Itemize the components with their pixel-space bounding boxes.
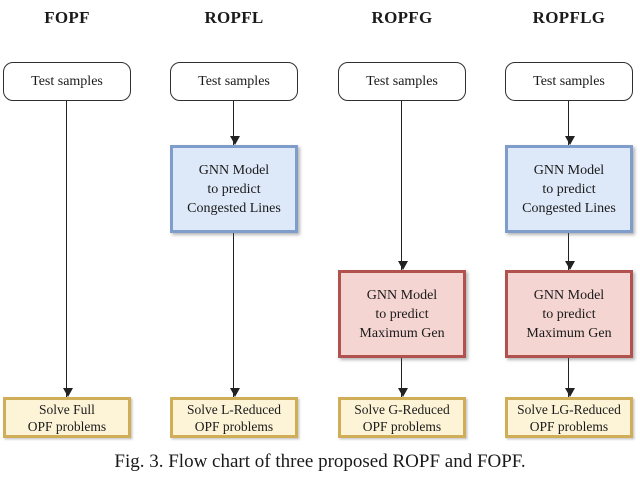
flow-arrow [564, 233, 575, 270]
test-samples-node: Test samples [170, 62, 298, 101]
gnn-node-line: to predict [542, 306, 596, 322]
gnn-node-line: GNN Model [366, 287, 438, 303]
solve-opf-node: Solve LG-Reduced OPF problems [505, 397, 633, 438]
test-samples-label: Test samples [31, 74, 103, 89]
gnn-maximum-gen-node: GNN Model to predict Maximum Gen [338, 270, 466, 358]
test-samples-node: Test samples [3, 62, 131, 101]
column-title-ropfg: ROPFG [371, 8, 433, 27]
column-title-ropfl: ROPFL [204, 8, 264, 27]
solve-opf-node: Solve Full OPF problems [3, 397, 131, 438]
flow-arrow [564, 101, 575, 145]
solve-node-line: Solve L-Reduced [186, 401, 282, 417]
column-title-fopf: FOPF [44, 8, 90, 27]
column-title-ropflg: ROPFLG [532, 8, 606, 27]
gnn-node-line: to predict [375, 306, 429, 322]
gnn-node-line: GNN Model [533, 287, 605, 303]
flow-arrow [564, 358, 575, 397]
gnn-congested-lines-node: GNN Model to predict Congested Lines [505, 145, 633, 233]
gnn-node-line: GNN Model [198, 162, 270, 178]
test-samples-label: Test samples [533, 74, 605, 89]
gnn-congested-lines-node: GNN Model to predict Congested Lines [170, 145, 298, 233]
solve-node-line: OPF problems [529, 418, 609, 434]
solve-node-line: Solve G-Reduced [354, 401, 450, 417]
gnn-node-line: to predict [207, 181, 261, 197]
solve-node-line: Solve LG-Reduced [517, 401, 621, 417]
test-samples-node: Test samples [338, 62, 466, 101]
flow-arrow [62, 101, 73, 397]
gnn-node-line: Congested Lines [187, 200, 281, 216]
test-samples-label: Test samples [198, 74, 270, 89]
solve-node-line: Solve Full [39, 401, 95, 417]
flow-arrow [229, 233, 240, 397]
solve-node-line: OPF problems [27, 418, 107, 434]
flow-arrow [229, 101, 240, 145]
gnn-maximum-gen-node: GNN Model to predict Maximum Gen [505, 270, 633, 358]
gnn-node-line: Maximum Gen [526, 325, 612, 341]
solve-opf-node: Solve L-Reduced OPF problems [170, 397, 298, 438]
test-samples-label: Test samples [366, 74, 438, 89]
flow-arrow [397, 101, 408, 270]
gnn-node-line: to predict [542, 181, 596, 197]
flow-arrow [397, 358, 408, 397]
solve-node-line: OPF problems [362, 418, 442, 434]
figure-caption: Fig. 3. Flow chart of three proposed ROP… [114, 451, 526, 472]
solve-opf-node: Solve G-Reduced OPF problems [338, 397, 466, 438]
solve-node-line: OPF problems [194, 418, 274, 434]
gnn-node-line: Maximum Gen [359, 325, 445, 341]
test-samples-node: Test samples [505, 62, 633, 101]
gnn-node-line: Congested Lines [522, 200, 616, 216]
gnn-node-line: GNN Model [533, 162, 605, 178]
